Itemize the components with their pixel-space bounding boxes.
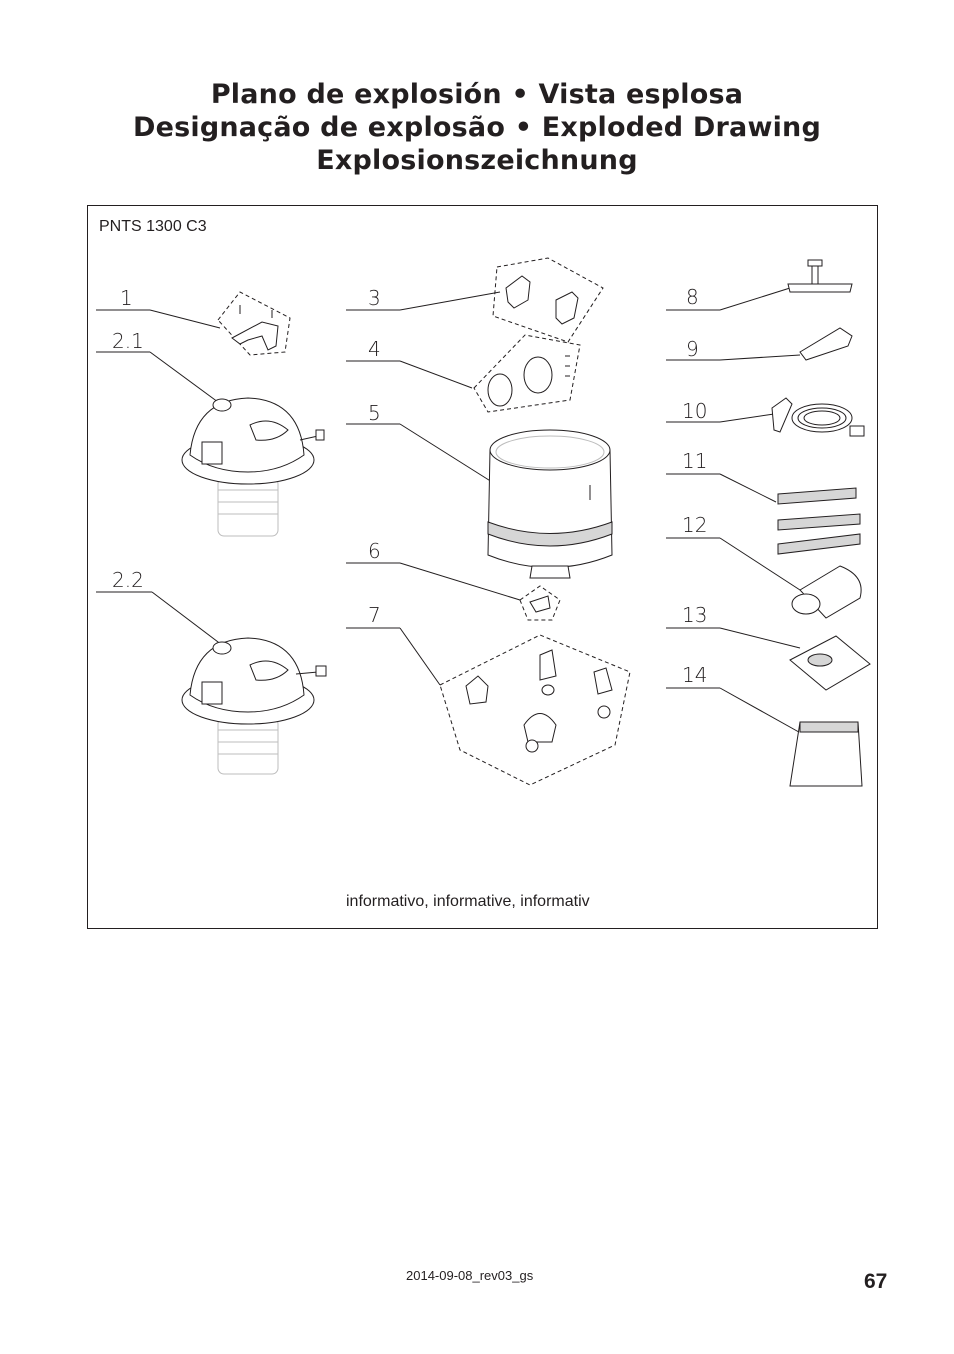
part-2-2-motor-head (181, 637, 327, 775)
part-number-6: 6 (368, 539, 381, 563)
part-number-4: 4 (368, 337, 381, 361)
part-12-filter-sleeve (791, 565, 862, 619)
label-2-2: 2.2 (96, 568, 223, 646)
part-10-hose (771, 397, 865, 437)
part-6-clip (519, 585, 561, 621)
model-label: PNTS 1300 C3 (99, 218, 207, 235)
label-9: 9 (666, 337, 801, 361)
label-8: 8 (666, 285, 791, 311)
label-5: 5 (346, 401, 493, 483)
part-13-filter-bag (789, 635, 871, 691)
part-14-cartridge-filter (789, 721, 863, 787)
part-number-9: 9 (686, 337, 699, 361)
part-number-11: 11 (682, 449, 707, 473)
part-2-1-motor-head (181, 397, 325, 537)
part-number-13: 13 (682, 603, 707, 627)
part-5-tank (487, 429, 613, 579)
part-9-crevice-nozzle (799, 327, 853, 361)
drawing-frame (87, 205, 878, 929)
part-number-12: 12 (682, 513, 707, 537)
title-line-2: Designação de explosão • Exploded Drawin… (132, 112, 822, 143)
page-title: Plano de explosión • Vista esplosa Desig… (0, 78, 954, 177)
part-4-adapter (473, 334, 581, 413)
page-number: 67 (864, 1270, 888, 1293)
part-number-10: 10 (682, 399, 707, 423)
title-line-1: Plano de explosión • Vista esplosa (210, 79, 744, 110)
footer-revision: 2014-09-08_rev03_gs (406, 1268, 534, 1283)
part-number-2-2: 2.2 (112, 568, 144, 592)
title-line-3: Explosionszeichnung (316, 145, 638, 176)
part-8-floor-nozzle (787, 259, 853, 293)
label-2-1: 2.1 (96, 329, 223, 406)
part-number-1: 1 (120, 286, 133, 310)
informative-note: informativo, informative, informativ (346, 893, 590, 910)
label-7: 7 (346, 603, 441, 686)
part-number-7: 7 (368, 603, 381, 627)
label-10: 10 (666, 399, 775, 423)
part-7-wheels (439, 634, 631, 786)
part-11-extension-tubes (777, 487, 861, 555)
part-number-8: 8 (686, 285, 699, 309)
label-14: 14 (666, 663, 807, 737)
part-number-2-1: 2.1 (112, 329, 144, 353)
part-3-clips (492, 257, 604, 343)
label-11: 11 (666, 449, 777, 503)
label-12: 12 (666, 513, 801, 591)
label-3: 3 (346, 286, 501, 311)
part-number-14: 14 (682, 663, 707, 687)
label-4: 4 (346, 337, 473, 389)
part-number-5: 5 (368, 401, 381, 425)
label-13: 13 (666, 603, 801, 649)
part-1-handle (217, 291, 291, 356)
part-number-3: 3 (368, 286, 381, 310)
label-6: 6 (346, 539, 521, 601)
label-1: 1 (96, 286, 221, 329)
